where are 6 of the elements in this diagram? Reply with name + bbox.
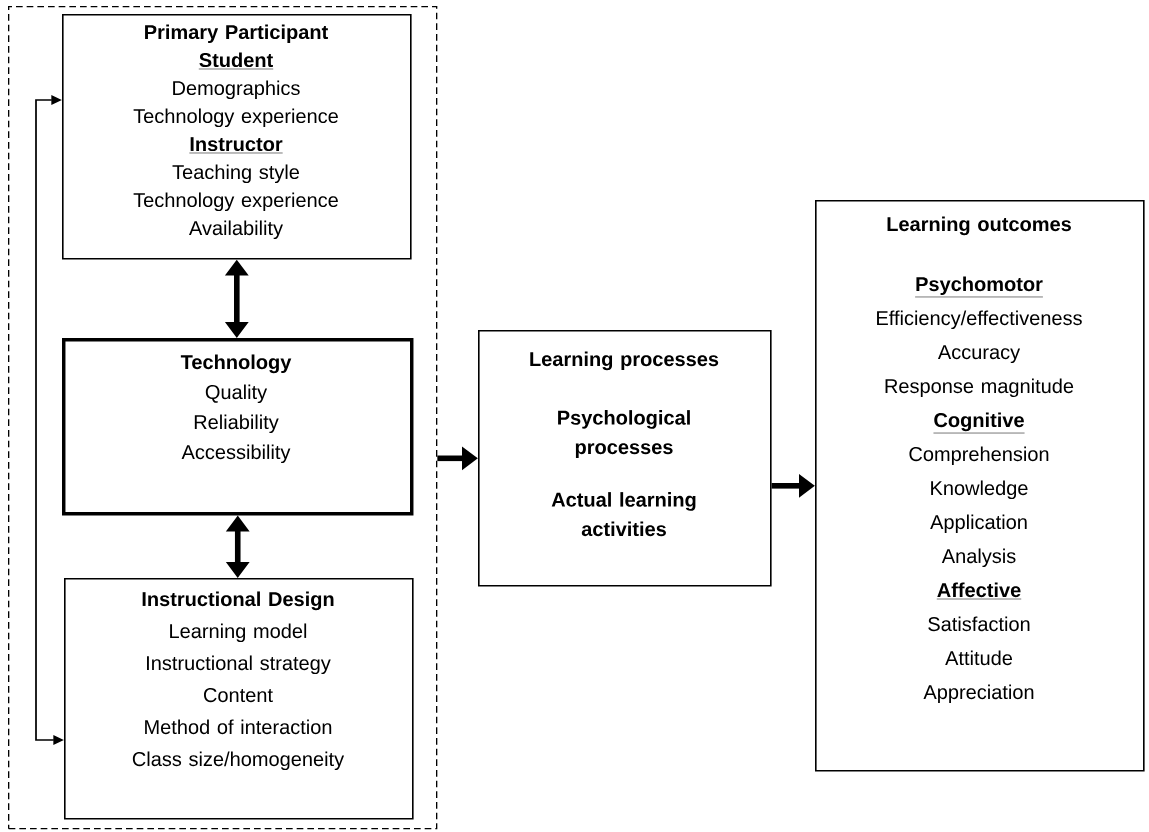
- technology-box: Technology Quality Reliability Accessibility: [62, 338, 414, 516]
- outcome-box: Learning outcomes Psychomotor Efficiency/effectiveness Accuracy Response magnitude Cognitive Comprehension Knowledge Application Analysis Affective Satisfaction Attitude Appreciation: [815, 200, 1145, 772]
- participant-box: Primary Participant Student Demographics Technology experience Instructor Teaching style Technology experience Availability: [62, 14, 412, 260]
- process-box: Learning processes Psychological processes Actual learning activities: [478, 330, 772, 587]
- dashed-frame: [8, 6, 438, 830]
- design-box: Instructional Design Learning model Instructional strategy Content Method of interaction Class size/homogeneity: [64, 578, 414, 820]
